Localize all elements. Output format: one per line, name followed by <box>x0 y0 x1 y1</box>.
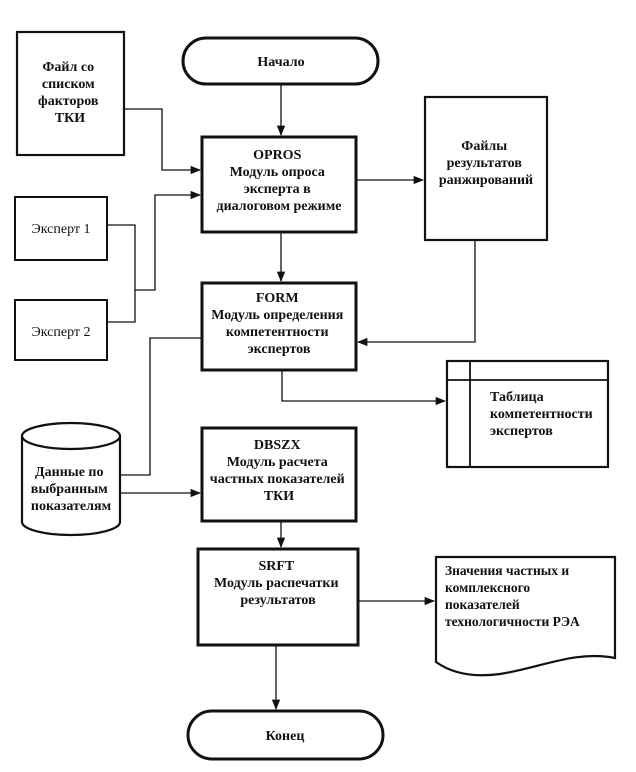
svg-text:Эксперт 2: Эксперт 2 <box>31 325 90 340</box>
values-doc-line-2: комплексного <box>445 580 530 595</box>
indicators-data-line-3: показателям <box>31 499 112 514</box>
competence-table-line-1: Таблица <box>490 390 544 405</box>
svg-text:Файл со списком фа: Файл со списком факторов ТКИ <box>38 60 102 126</box>
factors-file-line-1: Файл со <box>42 60 94 75</box>
dbszx-line-4: ТКИ <box>264 489 294 504</box>
svg-text:Конец: Конец <box>266 729 305 744</box>
srft-line-2: Модуль распечатки <box>214 576 339 591</box>
svg-text:Значения частных и компл: Значения частных и комплексного показате… <box>445 563 580 629</box>
form-line-3: компетентности <box>226 325 329 340</box>
opros-line-4: диалоговом режиме <box>217 199 342 214</box>
expert-2-label: Эксперт 2 <box>31 325 90 340</box>
ranking-files-line-3: ранжирований <box>439 173 533 188</box>
dbszx-module-block: DBSZX Модуль расчета частных показателей… <box>200 426 358 523</box>
competence-table-line-3: экспертов <box>490 424 553 439</box>
svg-text:SRFT Модуль распечатки: SRFT Модуль распечатки результатов <box>214 559 342 608</box>
arrow-form-to-table <box>281 370 447 406</box>
arrow-experts-to-opros <box>135 190 202 291</box>
form-line-4: экспертов <box>248 342 311 357</box>
form-line-1: FORM <box>256 291 299 306</box>
end-label: Конец <box>266 729 305 744</box>
arrow-ranking-to-form <box>356 240 476 347</box>
start-terminator: Начало <box>181 36 380 86</box>
end-terminator: Конец <box>186 709 385 761</box>
values-doc-line-1: Значения частных и <box>445 563 569 578</box>
values-doc-line-3: показателей <box>445 597 520 612</box>
svg-text:Данные по выбранным: Данные по выбранным показателям <box>31 465 112 514</box>
dbszx-line-1: DBSZX <box>254 438 301 453</box>
indicators-data-line-1: Данные по <box>35 465 103 480</box>
factors-file-line-2: списком <box>42 77 95 92</box>
values-document-block: Значения частных и комплексного показате… <box>434 555 617 677</box>
values-doc-line-4: технологичности РЭА <box>445 614 580 629</box>
expert-1-block: Эксперт 1 <box>14 196 108 261</box>
connector-expert1 <box>107 224 136 290</box>
svg-text:Начало: Начало <box>257 55 304 70</box>
factors-file-line-3: факторов <box>38 94 99 109</box>
opros-module-block: OPROS Модуль опроса эксперта в диалогово… <box>200 135 358 234</box>
srft-module-block: SRFT Модуль распечатки результатов <box>196 547 360 647</box>
expert-2-block: Эксперт 2 <box>14 299 108 361</box>
competence-table-line-2: компетентности <box>490 407 593 422</box>
connector-form-to-data <box>120 337 202 476</box>
dbszx-line-2: Модуль расчета <box>227 455 328 470</box>
svg-text:DBSZX Модуль расчета: DBSZX Модуль расчета частных показателей… <box>210 438 348 504</box>
svg-text:Файлы результатов: Файлы результатов ранжирований <box>439 139 533 188</box>
indicators-data-line-2: выбранным <box>31 482 108 497</box>
form-module-block: FORM Модуль определения компетентности э… <box>200 281 358 372</box>
srft-line-3: результатов <box>240 593 316 608</box>
expert-1-label: Эксперт 1 <box>31 222 90 237</box>
indicators-data-storage: Данные по выбранным показателям <box>20 421 122 537</box>
form-line-2: Модуль определения <box>211 308 343 323</box>
svg-text:FORM Модуль определения: FORM Модуль определения компетентности э… <box>211 291 347 357</box>
svg-text:OPROS Модуль опроса: OPROS Модуль опроса эксперта в диалогово… <box>217 148 342 214</box>
start-label: Начало <box>257 55 304 70</box>
connector-expert2 <box>107 290 136 323</box>
ranking-files-line-1: Файлы <box>461 139 507 154</box>
opros-line-1: OPROS <box>253 148 301 163</box>
svg-text:Таблица компетентности: Таблица компетентности экспертов <box>490 390 596 439</box>
dbszx-line-3: частных показателей <box>210 472 345 487</box>
factors-file-block: Файл со списком факторов ТКИ <box>15 30 126 157</box>
opros-line-3: эксперта в <box>244 182 311 197</box>
ranking-files-block: Файлы результатов ранжирований <box>423 95 549 242</box>
opros-line-2: Модуль опроса <box>230 165 325 180</box>
arrow-factors-to-opros <box>124 108 202 175</box>
srft-line-1: SRFT <box>258 559 294 574</box>
factors-file-line-4: ТКИ <box>55 111 85 126</box>
competence-table-block: Таблица компетентности экспертов <box>445 359 610 469</box>
svg-text:Эксперт 1: Эксперт 1 <box>31 222 90 237</box>
ranking-files-line-2: результатов <box>447 156 523 171</box>
